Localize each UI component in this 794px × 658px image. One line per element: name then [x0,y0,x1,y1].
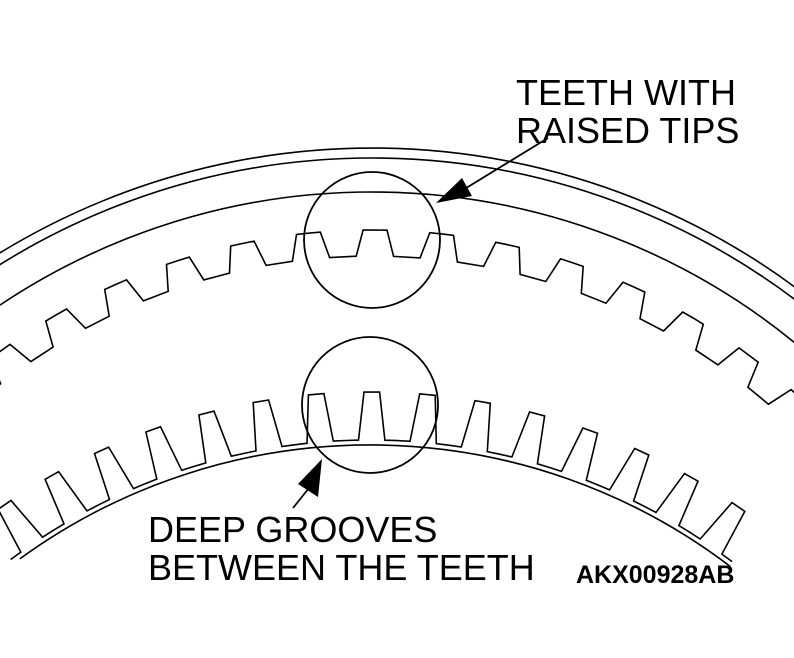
callout-line-1: TEETH WITH [516,72,736,113]
belt-groove-profile [0,391,746,563]
upper-leader-arrow [436,137,549,203]
lower-belt-worn-grooves [0,391,746,568]
figure-code: AKX00928AB [576,561,735,589]
belt-land-line [0,191,794,344]
belt-back-inner-line [0,157,794,301]
callout-line-1: DEEP GROOVES [148,509,438,550]
callout-line-2: BETWEEN THE TEETH [148,547,535,588]
upper-magnifier-circle [303,171,441,309]
belt-back-outer-line [0,147,794,288]
lower-leader-arrow [292,459,322,509]
deep-grooves-callout-label: DEEP GROOVES BETWEEN THE TEETH [148,511,535,587]
callout-line-2: RAISED TIPS [516,110,740,151]
lower-magnifier-circle [301,336,439,474]
upper-belt-worn-teeth [0,147,794,406]
belt-tooth-profile [0,229,794,406]
raised-tips-callout-label: TEETH WITH RAISED TIPS [516,74,739,150]
belt-back-line [19,444,731,568]
